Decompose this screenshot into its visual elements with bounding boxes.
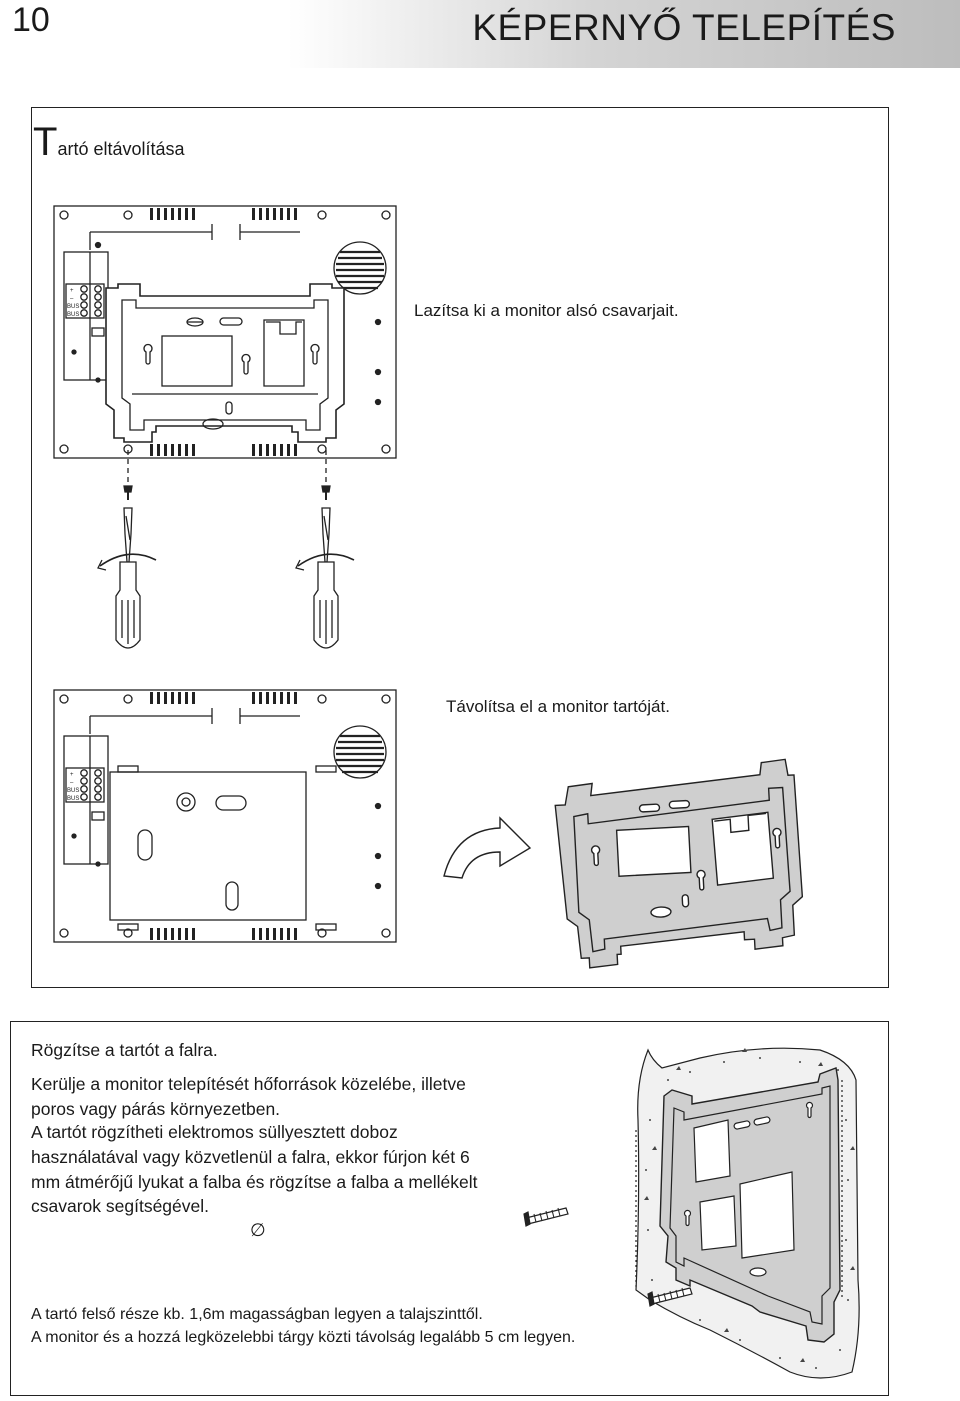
mounting-line-5: használatával vagy közvetlenül a falra, … xyxy=(31,1147,470,1167)
terminal-bus-label-3: BUS xyxy=(67,788,79,794)
mounting-line-4: A tartót rögzítheti elektromos süllyeszt… xyxy=(31,1122,398,1142)
terminal-minus-label-2: – xyxy=(70,780,74,786)
note-clearance: A monitor és a hozzá legközelebbi tárgy … xyxy=(31,1329,576,1346)
terminal-minus-label: – xyxy=(70,296,74,302)
note-height: A tartó felső része kb. 1,6m magasságban… xyxy=(31,1306,483,1323)
mounting-line-2: Kerülje a monitor telepítését hőforrások… xyxy=(31,1074,466,1094)
terminal-bus-label-2: BUS xyxy=(67,312,79,318)
diameter-symbol: ∅ xyxy=(250,1220,266,1240)
step-remove-bracket: Távolítsa el a monitor tartóját. xyxy=(446,697,670,716)
page-number: 10 xyxy=(12,1,50,39)
header-band xyxy=(0,0,960,68)
terminal-plus-label: + xyxy=(70,288,74,294)
terminal-plus-label-2: + xyxy=(70,772,74,778)
mounting-line-7: csavarok segítségével. xyxy=(31,1196,210,1216)
mounting-line-6: mm átmérőjű lyukat a falba és rögzítse a… xyxy=(31,1172,478,1192)
section-title-removal: Tartó eltávolítása xyxy=(33,120,185,164)
mounting-line-3: poros vagy párás környezetben. xyxy=(31,1099,281,1119)
terminal-bus-label-1: BUS xyxy=(67,304,79,310)
terminal-bus-label-4: BUS xyxy=(67,796,79,802)
mounting-line-1: Rögzítse a tartót a falra. xyxy=(31,1040,218,1060)
step-loosen-screws: Lazítsa ki a monitor alsó csavarjait. xyxy=(414,301,679,320)
page-title: KÉPERNYŐ TELEPÍTÉS xyxy=(472,7,896,48)
